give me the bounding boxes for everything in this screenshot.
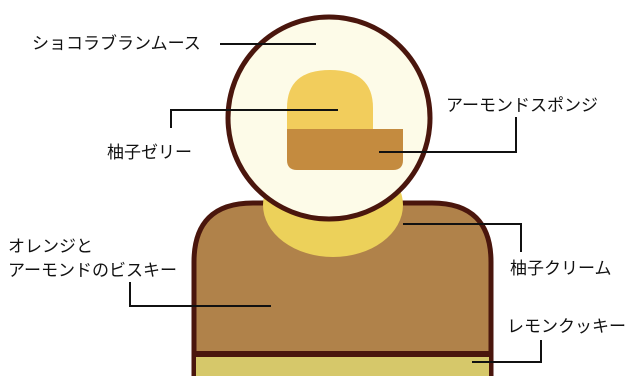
label-yuzu-cream: 柚子クリーム	[510, 259, 612, 279]
leader-lines	[129, 43, 542, 363]
leader-biscuit	[129, 282, 271, 307]
almond-sponge	[287, 129, 403, 170]
label-biscuit-line1: オレンジと	[8, 237, 93, 257]
label-lemon-cookie: レモンクッキー	[507, 317, 626, 337]
leader-almond-sponge	[379, 117, 517, 153]
label-yuzu-jelly: 柚子ゼリー	[107, 143, 192, 163]
leader-yuzu-cream	[403, 223, 522, 252]
leader-lemon-cookie	[472, 340, 542, 363]
yuzu-jelly	[287, 70, 373, 132]
lemon-cookie-layer	[196, 354, 489, 376]
leader-yuzu-jelly	[170, 109, 338, 128]
label-chocolate-mousse: ショコラブランムース	[32, 34, 201, 54]
biscuit-layer	[191, 200, 494, 376]
label-almond-sponge: アーモンドスポンジ	[446, 96, 598, 116]
label-biscuit-line2: アーモンドのビスキー	[8, 261, 177, 281]
